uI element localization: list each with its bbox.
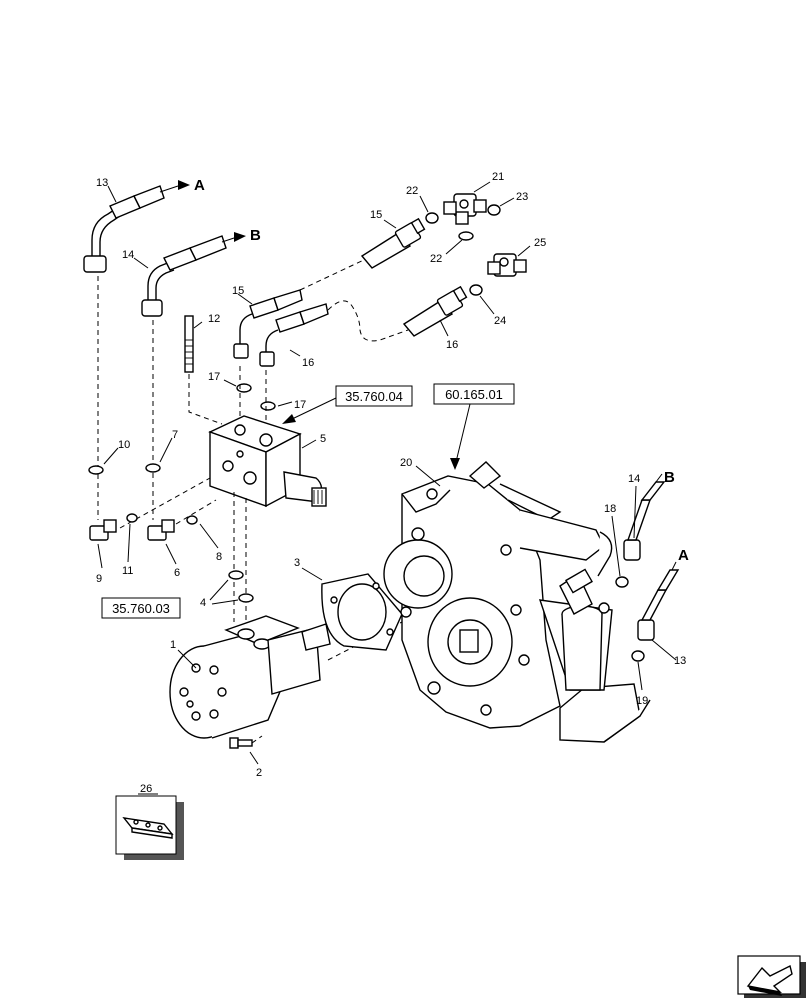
callout-22: 22: [430, 253, 442, 265]
ref-box-60-165-01[interactable]: 60.165.01: [433, 383, 515, 405]
callout-11: 11: [122, 565, 133, 577]
leader-lines: [97, 181, 677, 765]
callout-1: 1: [170, 639, 176, 651]
callout-25: 25: [534, 237, 546, 249]
bolt-12: [184, 315, 194, 373]
callout-15: 15: [370, 209, 382, 221]
callout-5: 5: [320, 433, 326, 445]
callout-B: B: [664, 469, 675, 486]
callout-14: 14: [628, 473, 640, 485]
callout-17: 17: [208, 371, 220, 383]
hose-14-upper: [141, 232, 246, 317]
tee-fitting-25: [487, 253, 527, 277]
callout-14: 14: [122, 249, 134, 261]
fitting-15-left: [233, 289, 303, 359]
ref-label: 60.165.01: [445, 387, 503, 402]
callout-19: 19: [636, 695, 648, 707]
fitting-9: [89, 513, 138, 541]
callout-15: 15: [232, 285, 244, 297]
hose-end-16-right: [402, 285, 468, 337]
cylinder: [559, 568, 610, 691]
detail-plate-icon: [122, 817, 174, 839]
fitting-6: [147, 515, 198, 541]
callout-22: 22: [406, 185, 418, 197]
hose-13-upper: [83, 180, 190, 273]
callout-8: 8: [216, 551, 222, 563]
valve-block-5: [208, 415, 327, 508]
hydraulic-motor-1: [169, 615, 331, 739]
callout-3: 3: [294, 557, 300, 569]
hose-end-15-right: [360, 217, 426, 269]
ref-box-35-760-03[interactable]: 35.760.03: [101, 597, 181, 619]
callout-18: 18: [604, 503, 616, 515]
callout-6: 6: [174, 567, 180, 579]
callout-10: 10: [118, 439, 130, 451]
callout-labels: 13 A 14 B 12 15 16 17 17 10 7 5 9 11 6 8…: [96, 171, 689, 779]
hose-13-right: [637, 561, 680, 641]
callout-17: 17: [294, 399, 306, 411]
next-page-arrow-icon[interactable]: [737, 955, 806, 998]
detail-box-26: 26: [115, 783, 184, 860]
callout-7: 7: [172, 429, 178, 441]
callout-21: 21: [492, 171, 504, 183]
callout-2: 2: [256, 767, 262, 779]
callout-13: 13: [96, 177, 108, 189]
callout-24: 24: [494, 315, 506, 327]
callout-B: B: [250, 227, 261, 244]
bolt-2: [229, 737, 253, 749]
callout-13: 13: [674, 655, 686, 667]
callout-23: 23: [516, 191, 528, 203]
callout-A: A: [194, 177, 205, 194]
callout-12: 12: [208, 313, 220, 325]
tee-fitting-21: [443, 193, 487, 225]
fitting-16-left: [259, 303, 329, 367]
gearbox-20: [383, 461, 651, 743]
callout-20: 20: [400, 457, 412, 469]
ref-label: 35.760.03: [112, 601, 170, 616]
callout-A: A: [678, 547, 689, 564]
callout-4: 4: [200, 597, 206, 609]
ref-label: 35.760.04: [345, 389, 403, 404]
callout-26: 26: [140, 783, 152, 795]
callout-9: 9: [96, 573, 102, 585]
gasket-3: [321, 573, 403, 651]
hose-14-right: [623, 473, 666, 561]
ref-box-35-760-04[interactable]: 35.760.04: [335, 385, 413, 407]
callout-16: 16: [446, 339, 458, 351]
callout-16: 16: [302, 357, 314, 369]
